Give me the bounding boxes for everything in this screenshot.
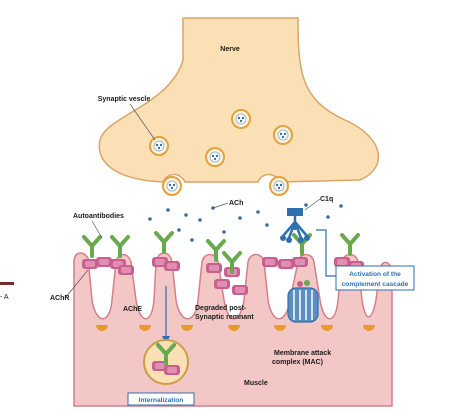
ach-label: ACh xyxy=(229,200,243,207)
mac-label-1: Membrane attack xyxy=(274,350,331,357)
synaptic-vesicle xyxy=(150,137,168,155)
ach-pointer xyxy=(213,203,228,208)
degraded-remnant-label-1: Degraded post- xyxy=(195,305,247,312)
internalized-receptor xyxy=(164,365,180,375)
activation-label-1: Activation of the xyxy=(349,271,401,278)
internalization-label: Internalization xyxy=(139,397,184,404)
left-edge-mark: - A xyxy=(0,294,9,301)
synaptic-vesicle xyxy=(274,126,292,144)
complement-arrow xyxy=(316,230,336,276)
left-edge-bar xyxy=(0,282,14,285)
synaptic-vesicle-label: Synaptic vescle xyxy=(98,96,151,103)
autoantibodies-pointer xyxy=(92,221,102,238)
synaptic-vesicle xyxy=(206,148,224,166)
synaptic-vesicle xyxy=(232,110,250,128)
activation-label-2: complement cascade xyxy=(342,281,409,288)
mac-label-2: complex (MAC) xyxy=(272,359,323,366)
synaptic-vesicle xyxy=(270,177,288,195)
muscle-label: Muscle xyxy=(244,380,268,387)
nerve-label: Nerve xyxy=(220,46,240,53)
degraded-remnant-label-2: Synaptic remnant xyxy=(195,314,254,321)
ache-label: AChE xyxy=(123,306,142,313)
autoantibodies-label: Autoantibodies xyxy=(73,213,124,220)
c1q-label: C1q xyxy=(320,196,333,203)
synaptic-vesicle xyxy=(163,177,181,195)
ach-molecules xyxy=(148,203,343,242)
